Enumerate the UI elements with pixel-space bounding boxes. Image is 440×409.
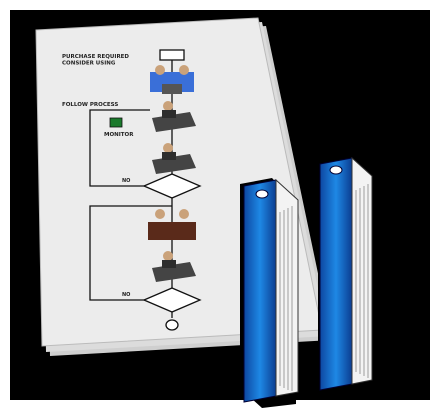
branch-no-2: NO	[122, 292, 130, 298]
monitor-icon	[110, 118, 122, 127]
monitor-label: MONITOR	[104, 132, 134, 138]
branch-no-1: NO	[122, 178, 130, 184]
decision-label-1: FOLLOW PROCESS	[62, 102, 118, 108]
binder-icon	[240, 178, 298, 408]
binder-icon	[318, 154, 372, 398]
